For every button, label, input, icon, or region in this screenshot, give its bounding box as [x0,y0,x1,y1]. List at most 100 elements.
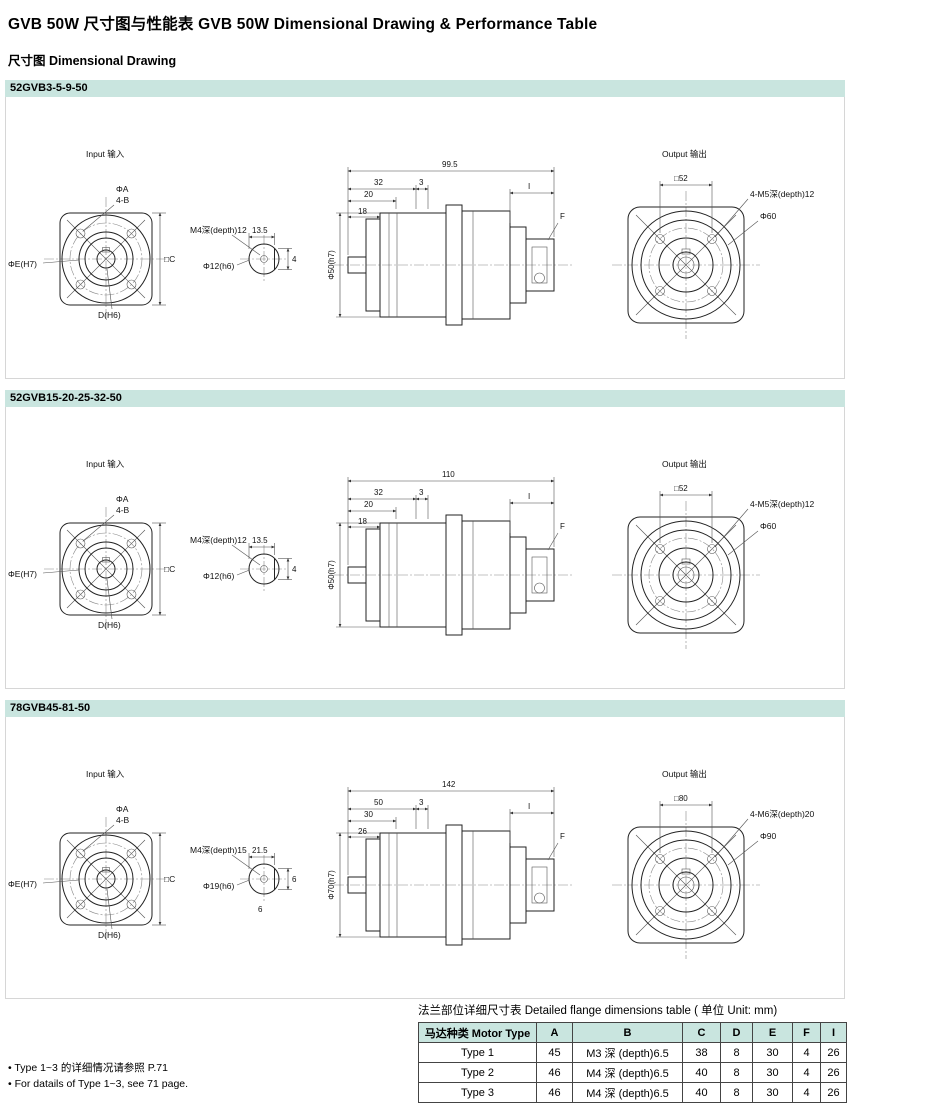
output-label: Output 输出 [662,769,707,779]
shaft-tap-label: M4深(depth)12 [190,225,247,235]
side-section-view: 110 32 20 3 18 I F [327,470,572,636]
drawing-section: 78GVB45-81-50 Input 输入 [5,700,845,999]
section-header: 52GVB3-5-9-50 [5,80,845,97]
cell: Type 1 [418,1042,537,1063]
col-i: I [820,1022,847,1043]
flange-holes-label: 4-B [116,195,130,205]
cell: 8 [720,1082,753,1103]
section-header: 52GVB15-20-25-32-50 [5,390,845,407]
shaft-dia-label: Φ12(h6) [203,571,235,581]
flange-square-label: □C [164,254,175,264]
shaft-bottom-dim: 6 [258,905,263,914]
flange-holes-label: 4-B [116,505,130,515]
output-flange-view: Output 输出 [612,149,815,339]
output-flange-view: Output 输出 [612,459,815,649]
side-body-dia: Φ70(h7) [327,870,336,900]
side-dim-3: 3 [419,798,424,807]
output-label: Output 输出 [662,459,707,469]
side-dim-4: 26 [358,827,367,836]
shaft-end-detail: 21.5 M4深(depth)15 Φ19(h6) 6 6 [190,845,297,914]
page-subtitle: 尺寸图 Dimensional Drawing [8,54,177,68]
col-b: B [572,1022,683,1043]
cell: 8 [720,1062,753,1083]
side-section-view: 99.5 32 20 3 18 I F [327,160,572,326]
side-dim-i: I [528,802,530,811]
drawing-area: Input 输入 ΦA [5,717,845,999]
cell: 40 [682,1082,721,1103]
shaft-end-detail: 13.5 M4深(depth)12 Φ12(h6) 4 [190,535,297,593]
shaft-key-dim: 6 [292,875,297,884]
flange-shaft-label: D(H6) [98,310,121,320]
input-label: Input 输入 [86,149,125,159]
output-square-dim: □80 [674,794,688,803]
cell: 4 [792,1082,821,1103]
drawing-area: Input 输入 ΦA [5,97,845,379]
cell: 26 [820,1042,847,1063]
drawing-sections: 52GVB3-5-9-50 Input 输入 [5,80,845,1010]
side-dim-2: 20 [364,500,373,509]
cell: 8 [720,1042,753,1063]
side-dim-3: 3 [419,178,424,187]
flange-table-title: 法兰部位详细尺寸表 Detailed flange dimensions tab… [418,1005,778,1017]
footnote-en: • For datails of Type 1~3, see 71 page. [8,1078,189,1090]
footnote-cn: • Type 1~3 的详细情况请参照 P.71 [8,1062,168,1074]
cell: M4 深 (depth)6.5 [572,1082,683,1103]
shaft-key-dim: 4 [292,565,297,574]
side-dim-4: 18 [358,207,367,216]
output-dia-label: Φ90 [760,831,777,841]
cell: 26 [820,1082,847,1103]
shaft-dia-label: Φ19(h6) [203,881,235,891]
output-label: Output 输出 [662,149,707,159]
col-motor-type: 马达种类 Motor Type [418,1022,537,1043]
cell: 38 [682,1042,721,1063]
side-total-dim: 142 [442,780,456,789]
page-title: GVB 50W 尺寸图与性能表 GVB 50W Dimensional Draw… [8,16,598,33]
shaft-key-dim: 4 [292,255,297,264]
cell: M4 深 (depth)6.5 [572,1062,683,1083]
section-title: 52GVB3-5-9-50 [10,82,88,94]
col-a: A [536,1022,573,1043]
side-body-dia: Φ50(h7) [327,250,336,280]
side-dim-1: 32 [374,178,383,187]
output-dia-label: Φ60 [760,521,777,531]
output-square-dim: □52 [674,484,688,493]
input-flange-view: Input 输入 ΦA [8,459,175,631]
side-section-view: 142 50 30 3 26 I F [327,780,572,946]
side-dim-f: F [560,212,565,221]
cell: 46 [536,1062,573,1083]
side-dim-i: I [528,182,530,191]
cell: 40 [682,1062,721,1083]
side-total-dim: 110 [442,470,455,479]
input-label: Input 输入 [86,769,125,779]
col-c: C [682,1022,721,1043]
col-f: F [792,1022,821,1043]
output-holes-label: 4-M5深(depth)12 [750,499,815,509]
cell: 30 [752,1082,793,1103]
side-dim-1: 50 [374,798,383,807]
shaft-width-dim: 13.5 [252,536,268,545]
shaft-end-detail: 13.5 M4深(depth)12 Φ12(h6) 4 [190,225,297,283]
side-dim-4: 18 [358,517,367,526]
dimensional-drawing: Input 输入 ΦA [8,149,815,339]
side-dim-1: 32 [374,488,383,497]
cell: 30 [752,1062,793,1083]
cell: 4 [792,1062,821,1083]
drawing-section: 52GVB3-5-9-50 Input 输入 [5,80,845,379]
flange-bolt-dia-label: ΦA [116,494,129,504]
side-dim-f: F [560,522,565,531]
cell: 4 [792,1042,821,1063]
table-row: Type 1 45 M3 深 (depth)6.5 38 8 30 4 26 [418,1042,847,1063]
shaft-dia-label: Φ12(h6) [203,261,235,271]
shaft-tap-label: M4深(depth)12 [190,535,247,545]
cell: Type 2 [418,1062,537,1083]
cell: 30 [752,1042,793,1063]
flange-square-label: □C [164,874,175,884]
flange-holes-label: 4-B [116,815,130,825]
flange-table-section: 法兰部位详细尺寸表 Detailed flange dimensions tab… [418,1002,847,1103]
shaft-width-dim: 13.5 [252,226,268,235]
col-d: D [720,1022,753,1043]
output-holes-label: 4-M5深(depth)12 [750,189,815,199]
input-flange-view: Input 输入 ΦA [8,149,175,321]
col-e: E [752,1022,793,1043]
table-row: Type 2 46 M4 深 (depth)6.5 40 8 30 4 26 [418,1062,847,1083]
